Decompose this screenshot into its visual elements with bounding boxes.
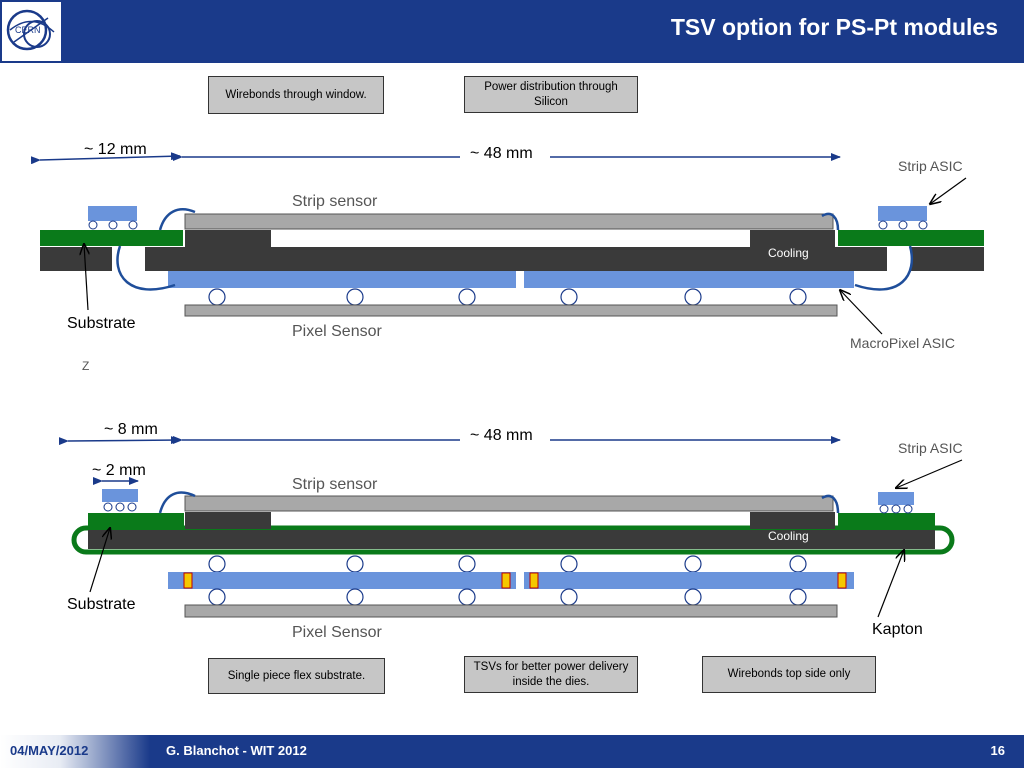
- dim-line-substrate-top: [30, 152, 181, 165]
- substrate-left-bottom: [88, 513, 184, 529]
- header-bar: [0, 0, 1024, 63]
- macropixel-asic-right-bottom: [524, 572, 854, 589]
- substrate-base-right-top: [911, 247, 984, 271]
- macropixel-asic-left-top: [168, 271, 516, 288]
- note-flex-substrate: Single piece flex substrate.: [208, 658, 385, 694]
- note-wirebonds-window: Wirebonds through window.: [208, 76, 384, 114]
- cooling-plate-top: [145, 247, 887, 271]
- substrate-label-bottom: Substrate: [67, 596, 136, 613]
- strip-asic-left-top: [88, 206, 137, 221]
- bump-bonds-upper-bottom: [208, 555, 807, 573]
- bump-bonds-top: [208, 288, 807, 306]
- macropixel-asic-left-bottom: [168, 572, 516, 589]
- bottom-diagram: ~ 8 mm ~ 48 mm ~ 2 mm Strip sensor Cooli…: [58, 421, 963, 641]
- pixel-sensor-top: [184, 304, 838, 317]
- substrate-label-top: Substrate: [67, 315, 136, 332]
- substrate-left-top: [40, 230, 183, 246]
- strip-asic-right-bottom: [878, 492, 914, 505]
- footer-author: G. Blanchot - WIT 2012: [166, 743, 307, 758]
- cern-logo: CERN: [2, 2, 61, 61]
- substrate-right-bottom: [838, 513, 935, 529]
- dim-label-sensor-top: ~ 48 mm: [470, 145, 533, 162]
- strip-sensor-label-top: Strip sensor: [292, 193, 378, 210]
- page-title: TSV option for PS-Pt modules: [670, 14, 998, 40]
- pixel-sensor-bottom: [184, 604, 838, 618]
- strip-asic-label-top: Strip ASIC: [898, 158, 963, 174]
- page-number: 16: [990, 743, 1005, 758]
- strip-asic-left-bottom: [102, 489, 138, 502]
- footer-date: 04/MAY/2012: [10, 743, 89, 758]
- strip-asic-label-bottom: Strip ASIC: [898, 440, 963, 456]
- strip-sensor-label-bottom: Strip sensor: [292, 476, 378, 493]
- note-power-distribution: Power distribution through Silicon: [464, 76, 638, 113]
- note-wirebonds-top: Wirebonds top side only: [702, 656, 876, 693]
- pixel-sensor-label-top: Pixel Sensor: [292, 323, 382, 340]
- substrate-right-top: [838, 230, 984, 246]
- dim-label-sensor-bottom: ~ 48 mm: [470, 427, 533, 444]
- dim-label-pad-bottom: ~ 2 mm: [92, 462, 146, 479]
- kapton-label: Kapton: [872, 621, 923, 638]
- bump-bonds-lower-bottom: [208, 588, 807, 606]
- substrate-base-left-top: [40, 247, 112, 271]
- cooling-label-top: Cooling: [768, 246, 809, 260]
- logo-text: CERN: [15, 25, 41, 35]
- footer-bar: [0, 735, 1024, 768]
- top-diagram: ~ 12 mm ~ 48 mm Strip sensor Cooling: [30, 141, 984, 373]
- spacer-left-top: [185, 230, 271, 247]
- spacer-right-top: [750, 230, 835, 247]
- strip-sensor-bottom: [184, 495, 834, 512]
- spacer-left-bottom: [185, 512, 271, 529]
- wirebonds-bottom: [158, 491, 840, 514]
- dim-label-substrate-top: ~ 12 mm: [84, 141, 147, 158]
- dim-label-substrate-bottom: ~ 8 mm: [104, 421, 158, 438]
- macropixel-asic-right-top: [524, 271, 854, 288]
- wirebonds-top: [116, 208, 914, 291]
- axis-label-z: Z: [82, 359, 89, 373]
- cooling-plate-bottom: [88, 530, 935, 549]
- tsv-blocks: [183, 572, 847, 589]
- strip-asic-right-top: [878, 206, 927, 221]
- note-tsv-power: TSVs for better power delivery inside th…: [464, 656, 638, 693]
- cooling-label-bottom: Cooling: [768, 529, 809, 543]
- macropixel-asic-label: MacroPixel ASIC: [850, 335, 955, 351]
- pixel-sensor-label-bottom: Pixel Sensor: [292, 624, 382, 641]
- kapton-flex-loop: [71, 525, 955, 555]
- spacer-right-bottom: [750, 512, 835, 529]
- strip-sensor-top: [184, 213, 834, 230]
- dim-line-substrate-bottom: [58, 436, 181, 446]
